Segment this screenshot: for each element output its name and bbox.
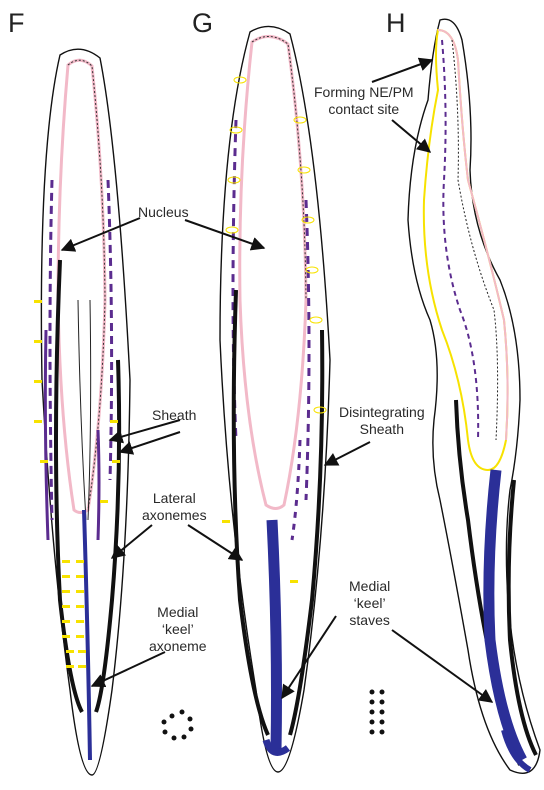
medial-keel-staves-h <box>489 470 522 760</box>
staves-cross-section-dots <box>370 690 385 735</box>
label-medial-keel-staves: Medial ‘keel’ staves <box>349 578 390 629</box>
label-medial-keel-staves-line1: Medial <box>349 578 390 595</box>
label-medial-keel-axoneme-line3: axoneme <box>149 638 207 655</box>
cell-g <box>220 26 385 772</box>
label-medial-keel-axoneme-line2: ‘keel’ <box>149 621 207 638</box>
label-lateral-axonemes-line2: axonemes <box>142 507 207 524</box>
label-sheath: Sheath <box>152 407 196 424</box>
arrow-nucleus-g <box>185 220 264 248</box>
arrow-keel-staves-h <box>392 630 492 702</box>
lateral-axoneme-g-left <box>234 290 268 735</box>
label-lateral-axonemes: Lateral axonemes <box>142 490 207 524</box>
label-medial-keel-axoneme-line1: Medial <box>149 604 207 621</box>
label-medial-keel-axoneme: Medial ‘keel’ axoneme <box>149 604 207 655</box>
label-medial-keel-staves-line2: ‘keel’ <box>349 595 390 612</box>
cell-h <box>408 19 540 773</box>
label-lateral-axonemes-line1: Lateral <box>142 490 207 507</box>
label-nucleus: Nucleus <box>138 204 189 221</box>
arrow-forming-ne-pm-1 <box>372 60 432 82</box>
nucleus-g <box>240 36 306 508</box>
medial-keel-axoneme-f <box>84 510 90 760</box>
label-forming-ne-pm: Forming NE/PM contact site <box>314 84 414 118</box>
medial-keel-staves-g <box>272 520 277 750</box>
arrow-disintegrating-sheath <box>325 442 370 465</box>
arrow-nucleus-f <box>62 218 140 250</box>
label-disintegrating-sheath-line2: Sheath <box>339 421 425 438</box>
label-disintegrating-sheath-line1: Disintegrating <box>339 404 425 421</box>
label-forming-ne-pm-line1: Forming NE/PM <box>314 84 414 101</box>
label-medial-keel-staves-line3: staves <box>349 612 390 629</box>
label-disintegrating-sheath: Disintegrating Sheath <box>339 404 425 438</box>
lateral-axoneme-h-right <box>509 480 536 755</box>
cell-h-outline <box>408 19 540 773</box>
axoneme-cross-section-ring <box>162 710 194 741</box>
label-forming-ne-pm-line2: contact site <box>314 101 414 118</box>
arrow-forming-ne-pm-2 <box>392 120 430 152</box>
